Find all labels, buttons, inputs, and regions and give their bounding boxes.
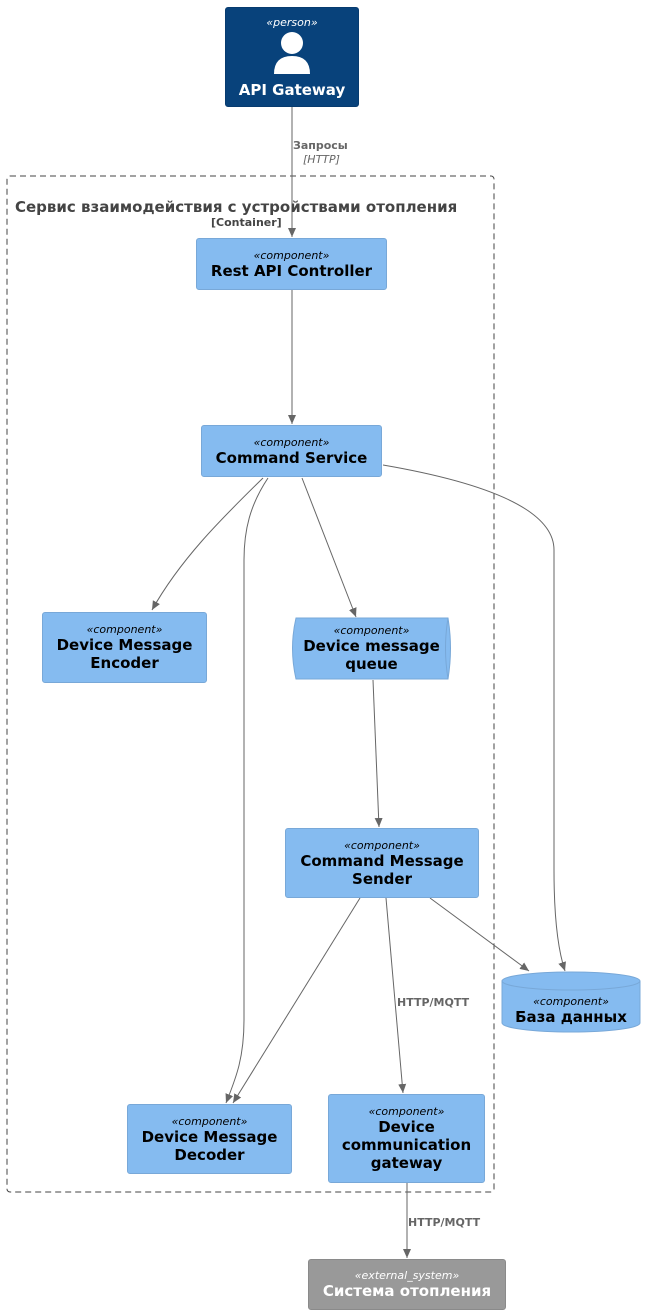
component-title-line1: Command Message: [300, 851, 464, 870]
external-title: Система отопления: [322, 1282, 492, 1300]
edge-command-to-queue: [301, 477, 357, 618]
component-stereotype: «component»: [333, 624, 410, 637]
boundary-title: Сервис взаимодействия с устройствами ото…: [15, 198, 458, 216]
component-title-line1: Device: [378, 1118, 435, 1136]
component-rest-api-controller[interactable]: «component» Rest API Controller: [196, 238, 387, 290]
edge-command-to-database: [382, 464, 566, 972]
component-stereotype: «component»: [368, 1105, 445, 1118]
edge-label-requests: Запросы: [293, 139, 348, 152]
component-title-line2: Encoder: [90, 654, 159, 672]
component-title: База данных: [515, 1007, 627, 1026]
edge-sender-to-comm: [385, 897, 407, 1094]
person-stereotype: «person»: [266, 16, 318, 29]
edge-label-external-http-mqtt: HTTP/MQTT: [408, 1216, 481, 1229]
component-title-line1: Device message: [303, 637, 440, 655]
external-stereotype: «external_system»: [354, 1269, 460, 1282]
component-title: Command Service: [215, 448, 368, 467]
component-command-message-sender[interactable]: «component» Command Message Sender: [285, 828, 479, 898]
component-stereotype: «component»: [253, 248, 330, 262]
database-shape: [501, 971, 641, 1033]
component-title-line1: Device Message: [56, 636, 193, 654]
person-title: API Gateway: [238, 81, 346, 99]
component-stereotype: «component»: [253, 435, 330, 449]
component-title-line2: Sender: [352, 869, 412, 888]
person-api-gateway[interactable]: «person» API Gateway: [225, 7, 359, 107]
component-device-message-encoder[interactable]: «component» Device Message Encoder: [42, 612, 207, 683]
component-device-message-decoder[interactable]: «component» Device Message Decoder: [127, 1104, 292, 1174]
component-command-service[interactable]: «component» Command Service: [201, 425, 382, 477]
external-system-heating[interactable]: «external_system» Система отопления: [308, 1259, 506, 1310]
component-title-line1: Device Message: [141, 1127, 278, 1146]
edge-label-sender-http-mqtt: HTTP/MQTT: [397, 996, 470, 1009]
component-stereotype: «component»: [533, 994, 609, 1008]
component-device-communication-gateway[interactable]: «component» Device communication gateway: [328, 1094, 485, 1183]
edge-sender-to-decoder: [232, 897, 361, 1104]
component-database[interactable]: «component» База данных: [502, 990, 640, 1030]
boundary-type: [Container]: [211, 216, 282, 229]
component-title-line3: gateway: [370, 1154, 443, 1172]
component-device-message-queue[interactable]: «component» Device message queue: [290, 618, 453, 679]
edge-command-to-encoder: [151, 477, 264, 611]
edge-sender-to-database: [429, 897, 530, 972]
component-title-line2: queue: [345, 655, 398, 673]
component-title-line2: Decoder: [174, 1145, 245, 1164]
queue-shape: [292, 617, 451, 680]
edge-tech-http: [HTTP]: [303, 153, 340, 166]
component-stereotype: «component»: [344, 838, 420, 852]
person-icon: [274, 32, 310, 74]
component-stereotype: «component»: [86, 623, 163, 636]
edge-command-to-decoder: [225, 477, 269, 1104]
component-title: Rest API Controller: [210, 261, 373, 280]
component-title-line2: communication: [341, 1136, 472, 1154]
edge-queue-to-sender: [372, 679, 383, 828]
container-boundary: [6, 175, 495, 1193]
component-stereotype: «component»: [171, 1114, 248, 1128]
